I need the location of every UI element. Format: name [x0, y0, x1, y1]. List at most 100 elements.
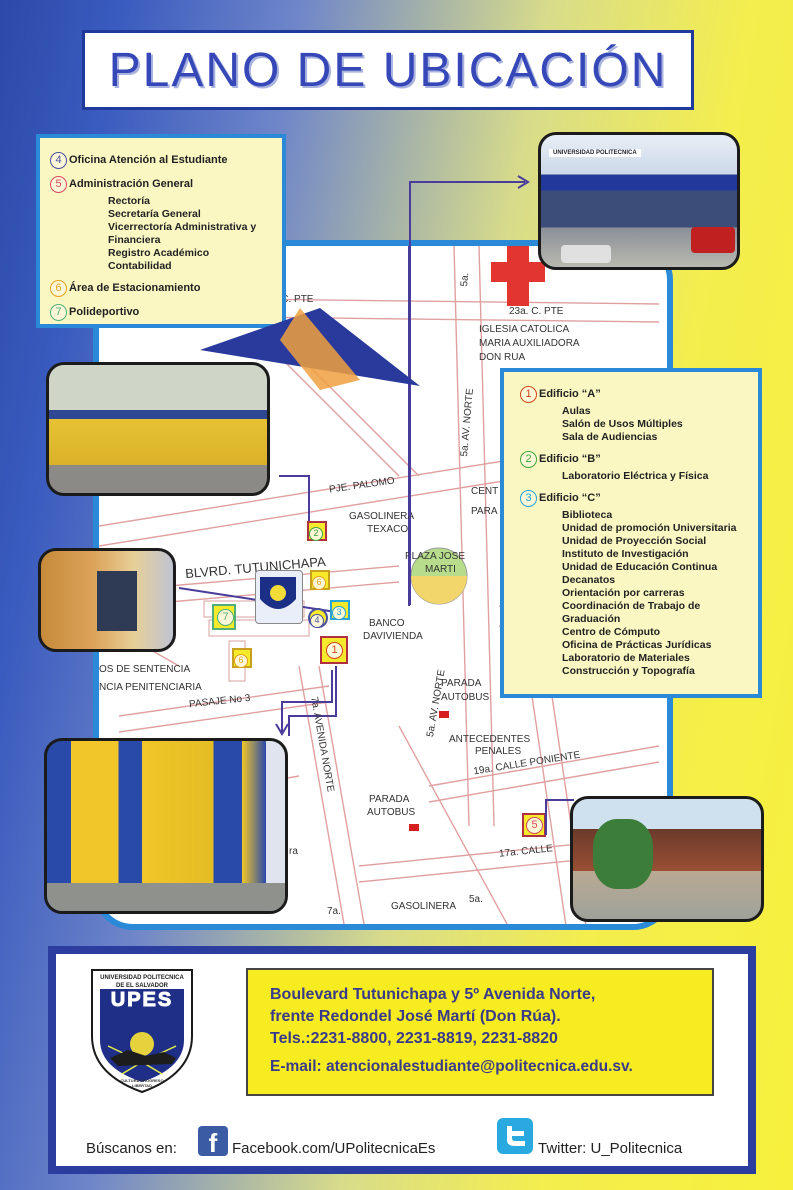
legend-number: 6 [50, 280, 67, 297]
label-parada-1: PARADA [441, 678, 482, 689]
facebook-icon[interactable]: f [198, 1126, 228, 1158]
label-davivienda: DAVIVIENDA [363, 631, 423, 642]
door-icon [97, 571, 137, 631]
car-icon [561, 245, 611, 263]
legend-item-oficina: Oficina Atención al Estudiante [69, 154, 228, 166]
legend-number: 2 [520, 451, 537, 468]
logo-line2: DE EL SALVADOR [115, 983, 168, 989]
legend-number: 3 [520, 490, 537, 507]
photo-interior [38, 548, 176, 652]
marker-6-a[interactable]: 6 [310, 570, 330, 590]
compass-triangle-icon [200, 308, 420, 390]
legend-subitem: Oficina de Prácticas Jurídicas [562, 639, 712, 651]
label-iglesia-3: DON RUA [479, 352, 526, 363]
label-parada-2: PARADA [369, 794, 410, 805]
legend-subitem: Registro Académico [108, 247, 210, 259]
label-cent: CENT [471, 486, 499, 497]
legend-subitem: Instituto de Investigación [562, 548, 689, 560]
label-banco: BANCO [369, 618, 405, 629]
legend-subitem: Laboratorio de Materiales [562, 652, 690, 664]
label-autobus-2: AUTOBUS [367, 807, 416, 818]
label-penitenciaria: NCIA PENITENCIARIA [99, 682, 202, 693]
label-7a: 7a. [327, 906, 341, 917]
legend-subitem: Vicerrectoría Administrativa y [108, 221, 257, 233]
legend-number: 5 [50, 176, 67, 193]
photo-admin-general [570, 796, 764, 922]
legend-item-polideportivo: Polideportivo [69, 306, 140, 318]
logo-line1: UNIVERSIDAD POLITECNICA [100, 975, 184, 981]
logo-motto: CULTURA PROGRESO LIBERTAD [120, 1078, 164, 1088]
phone-numbers: Tels.:2231-8800, 2231-8819, 2231-8820 [270, 1030, 558, 1047]
marker-4[interactable]: 4 [308, 608, 328, 628]
legend-item-administracion: Administración General [69, 178, 194, 190]
marker-3[interactable]: 3 [330, 600, 350, 620]
label-penales: PENALES [475, 746, 522, 757]
legend-subitem: Biblioteca [562, 509, 613, 521]
building-sign: UNIVERSIDAD POLITECNICA [549, 149, 641, 157]
label-23a-calle-b: 23a. C. PTE [509, 306, 564, 317]
legend-subitem: Sala de Audiencias [562, 431, 658, 443]
label-para: PARA [471, 506, 498, 517]
label-plaza-2: MARTI [425, 564, 456, 575]
photo-admin-building: UNIVERSIDAD POLITECNICA [538, 132, 740, 270]
legend-subitem: Orientación por carreras [562, 587, 685, 599]
legend-subitem: Unidad de promoción Universitaria [562, 522, 737, 534]
label-sentencia: OS DE SENTENCIA [99, 664, 191, 675]
address-line-1: Boulevard Tutunichapa y 5º Avenida Norte… [270, 986, 596, 1003]
marker-7[interactable]: 7 [212, 604, 236, 630]
twitter-icon[interactable] [497, 1118, 533, 1154]
arrow-top-right [409, 175, 530, 605]
legend-subitem: Financiera [108, 234, 161, 246]
legend-subitem: Unidad de Educación Continua [562, 561, 718, 573]
legend-number: 1 [520, 386, 537, 403]
facebook-link[interactable]: Facebook.com/UPolitecnicaEs [232, 1140, 436, 1157]
campus-shield-icon [255, 570, 303, 624]
page-title: PLANO DE UBICACIÓN [108, 43, 668, 97]
upes-logo: UNIVERSIDAD POLITECNICA DE EL SALVADOR U… [88, 966, 196, 1096]
label-plaza: PLAZA JOSE [405, 551, 466, 562]
photo-edificio-a [44, 738, 288, 914]
legend-subitem: Contabilidad [108, 260, 172, 272]
title-banner: PLANO DE UBICACIÓN [82, 30, 694, 110]
logo-university-name: UNIVERSIDAD POLITECNICA DE EL SALVADOR [94, 974, 190, 990]
marker-2[interactable]: 2 [307, 521, 327, 541]
legend-subitem: Aulas [562, 405, 591, 417]
street-strip [47, 883, 285, 911]
marker-6-b[interactable]: 6 [232, 648, 252, 668]
arrow-bottom-left [275, 670, 333, 736]
legend-number: 4 [50, 152, 67, 169]
legend-subitem: Salón de Usos Múltiples [562, 418, 683, 430]
label-23a-calle: 23a. C. PTE [259, 294, 314, 305]
label-antecedentes: ANTECEDENTES [449, 734, 531, 745]
label-ra: ra [289, 846, 298, 857]
legend-subitem: Centro de Cómputo [562, 626, 660, 638]
marker-1[interactable]: 1 [320, 636, 348, 664]
social-prompt: Búscanos en: [86, 1140, 177, 1157]
email-link[interactable]: E-mail: atencionalestudiante@politecnica… [270, 1058, 633, 1075]
label-autobus-1: AUTOBUS [441, 692, 490, 703]
address-box: Boulevard Tutunichapa y 5º Avenida Norte… [246, 968, 714, 1096]
legend-subitem: Construcción y Topografía [562, 665, 695, 677]
legend-subitem: Secretaría General [108, 208, 201, 220]
label-gasolinera: GASOLINERA [349, 511, 415, 522]
legend-subitem: Graduación [562, 613, 621, 625]
tree-icon [593, 819, 653, 889]
legend-item-edificio-a: Edificio “A” [539, 388, 601, 400]
legend-item-edificio-c: Edificio “C” [539, 492, 601, 504]
label-iglesia: IGLESIA CATOLICA [479, 324, 570, 335]
legend-item-edificio-b: Edificio “B” [539, 453, 601, 465]
address-line-2: frente Redondel José Martí (Don Rúa). [270, 1008, 561, 1025]
legend-subitem: Unidad de Proyección Social [562, 535, 707, 547]
twitter-link[interactable]: Twitter: U_Politecnica [538, 1140, 683, 1157]
legend-subitem: Decanatos [562, 574, 616, 586]
legend-number: 7 [50, 304, 67, 321]
label-gasolinera-2: GASOLINERA [391, 901, 457, 912]
legend-item-estacionamiento: Área de Estacionamiento [69, 282, 201, 294]
arrow-bottom-right [545, 799, 574, 835]
legend-subitem: Coordinación de Trabajo de [562, 600, 701, 612]
label-iglesia-2: MARIA AUXILIADORA [479, 338, 580, 349]
legend-subitem: Laboratorio Eléctrica y Física [562, 470, 709, 482]
car-icon [691, 227, 735, 253]
